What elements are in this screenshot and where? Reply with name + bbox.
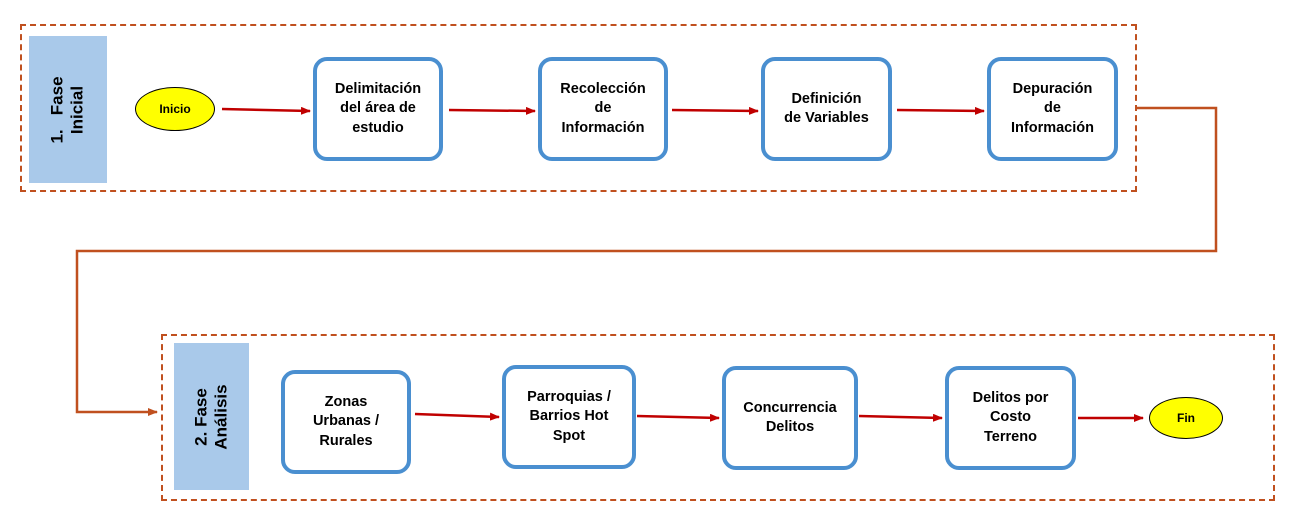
step-label: Definición de Variables	[784, 90, 869, 127]
arrow-start-to-delimitacion	[221, 106, 311, 115]
step-zonas: Zonas Urbanas / Rurales	[281, 370, 411, 474]
step-label: Zonas Urbanas / Rurales	[312, 393, 380, 449]
arrow-parroquias-to-concurrencia	[636, 413, 720, 422]
start-terminal: Inicio	[135, 87, 215, 131]
end-terminal: Fin	[1149, 397, 1223, 439]
step-label: Delimitación del área de estudio	[334, 80, 422, 136]
step-label: Parroquias / Barrios Hot Spot	[527, 388, 611, 444]
step-label: Depuración de Información	[1011, 80, 1094, 136]
arrow-recoleccion-to-definicion	[671, 106, 759, 115]
step-delimitacion: Delimitación del área de estudio	[313, 57, 443, 161]
step-label: Delitos por Costo Terreno	[972, 389, 1049, 445]
step-recoleccion: Recolección de Información	[538, 57, 668, 161]
connector-phase1-to-phase2	[75, 106, 1218, 416]
step-label: Recolección de Información	[560, 80, 646, 136]
step-definicion: Definición de Variables	[761, 57, 892, 161]
step-parroquias: Parroquias / Barrios Hot Spot	[502, 365, 636, 469]
arrow-zonas-to-parroquias	[414, 412, 500, 421]
step-depuracion: Depuración de Información	[987, 57, 1118, 161]
arrow-definicion-to-depuracion	[896, 106, 985, 115]
arrow-delimitacion-to-recoleccion	[448, 106, 536, 115]
arrow-concurrencia-to-delitos-costo	[858, 413, 943, 422]
step-delitos-costo: Delitos por Costo Terreno	[945, 366, 1076, 470]
phase1-label-band: 1. Fase Inicial	[29, 36, 107, 183]
phase2-frame	[161, 334, 1275, 501]
step-label: Concurrencia Delitos	[743, 399, 837, 436]
start-label: Inicio	[159, 102, 191, 116]
step-concurrencia: Concurrencia Delitos	[722, 366, 858, 470]
phase2-label-band: 2. Fase Análisis	[174, 343, 249, 490]
end-label: Fin	[1177, 411, 1195, 425]
phase1-frame	[20, 24, 1137, 192]
